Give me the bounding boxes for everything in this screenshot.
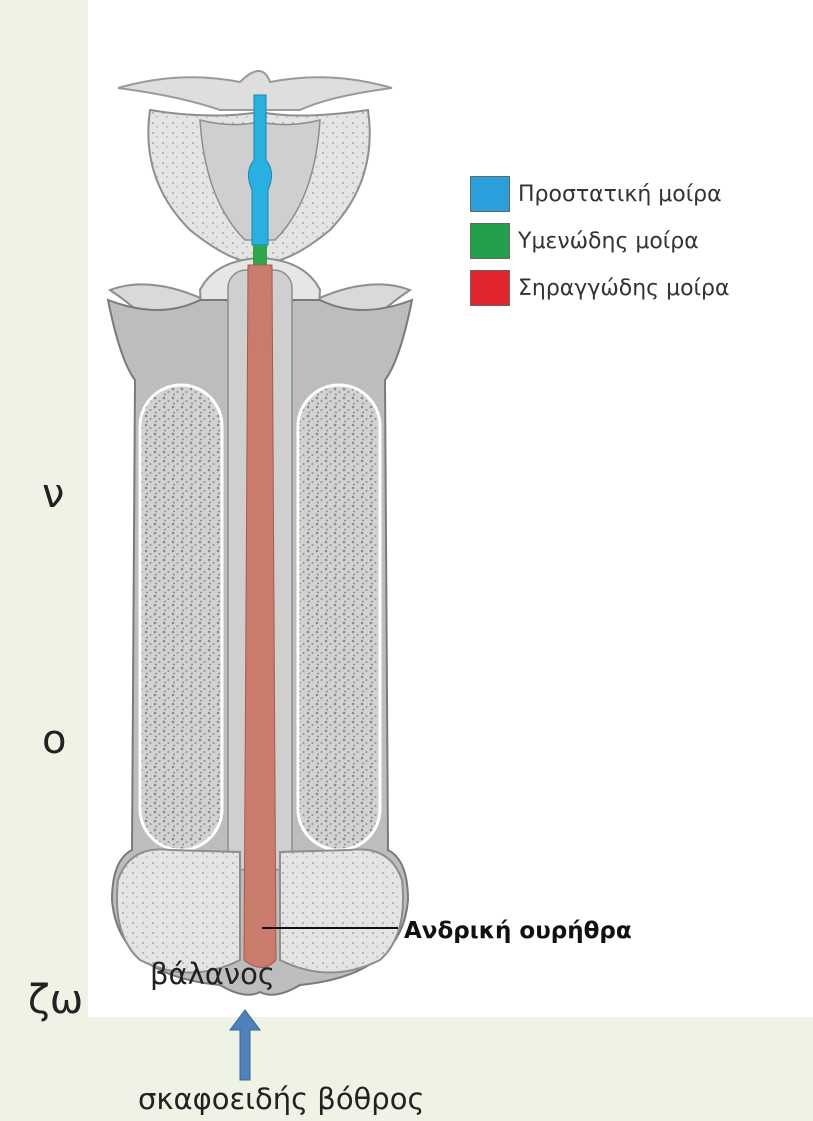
legend-item-membranous: Υμενώδης μοίρα [470,223,729,259]
legend-label-membranous: Υμενώδης μοίρα [518,229,699,254]
legend-item-prostatic: Προστατική μοίρα [470,176,729,212]
legend-swatch-spongy [470,270,510,306]
right-corpus-cavernosum [298,385,380,850]
glans [117,849,240,972]
legend-label-prostatic: Προστατική μοίρα [518,182,722,207]
glans-right [280,849,403,972]
legend: Προστατική μοίρα Υμενώδης μοίρα Σηραγγώδ… [470,176,729,317]
left-corpus-cavernosum [140,385,222,850]
legend-item-spongy: Σηραγγώδης μοίρα [470,270,729,306]
fossa-label: σκαφοειδής βόθρος [138,1082,424,1116]
legend-swatch-prostatic [470,176,510,212]
glans-label: βάλανος [150,957,275,991]
membranous-urethra [253,245,267,265]
legend-swatch-membranous [470,223,510,259]
legend-label-spongy: Σηραγγώδης μοίρα [518,276,729,301]
slide-text-fragment: ζω [28,980,83,1020]
slide-text-fragment: ο [42,720,66,760]
spongy-urethra [244,265,276,968]
slide-text-fragment: ν [42,474,64,514]
urethra-callout-label: Ανδρική ουρήθρα [404,918,632,944]
fossa-arrow [230,1010,260,1080]
